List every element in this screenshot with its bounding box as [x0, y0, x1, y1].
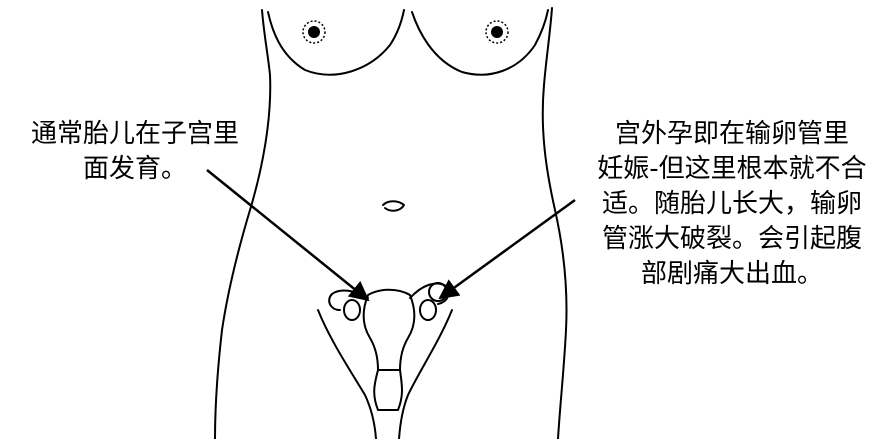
left-breast-outline: [267, 9, 405, 76]
normal-pregnancy-label: 通常胎儿在子宫里 面发育。: [5, 117, 265, 187]
normal-pregnancy-label-line: 面发育。: [82, 154, 187, 184]
ectopic-pregnancy-label-line: 适。随胎儿长大，输卵: [601, 189, 862, 219]
ectopic-pregnancy-label-line: 管涨大破裂。会引起腹: [601, 224, 862, 254]
ectopic-swelling: [428, 282, 448, 302]
left-ovary: [343, 299, 361, 321]
ectopic-pregnancy-label-line: 宫外孕即在输卵管里: [614, 119, 849, 149]
groin-left-line: [317, 309, 377, 439]
cervix: [373, 369, 403, 411]
torso-right-outline: [541, 7, 568, 439]
right-nipple: [485, 20, 509, 44]
right-ovary: [419, 299, 437, 321]
arrow-to-uterus: [206, 169, 370, 302]
groin-right-line: [398, 309, 453, 439]
navel: [382, 200, 405, 212]
uterus-body: [362, 288, 416, 371]
normal-pregnancy-label-line: 通常胎儿在子宫里: [30, 119, 239, 149]
ectopic-pregnancy-label-line: 部剧痛大出血。: [640, 259, 823, 289]
right-breast-outline: [411, 9, 549, 76]
ectopic-pregnancy-label-line: 妊娠-但这里根本就不合: [597, 154, 867, 184]
ectopic-pregnancy-label: 宫外孕即在输卵管里 妊娠-但这里根本就不合 适。随胎儿长大，输卵 管涨大破裂。会…: [578, 117, 886, 292]
torso-left-outline: [214, 9, 272, 439]
left-nipple: [302, 20, 326, 44]
arrow-to-fallopian-tube: [438, 198, 576, 300]
